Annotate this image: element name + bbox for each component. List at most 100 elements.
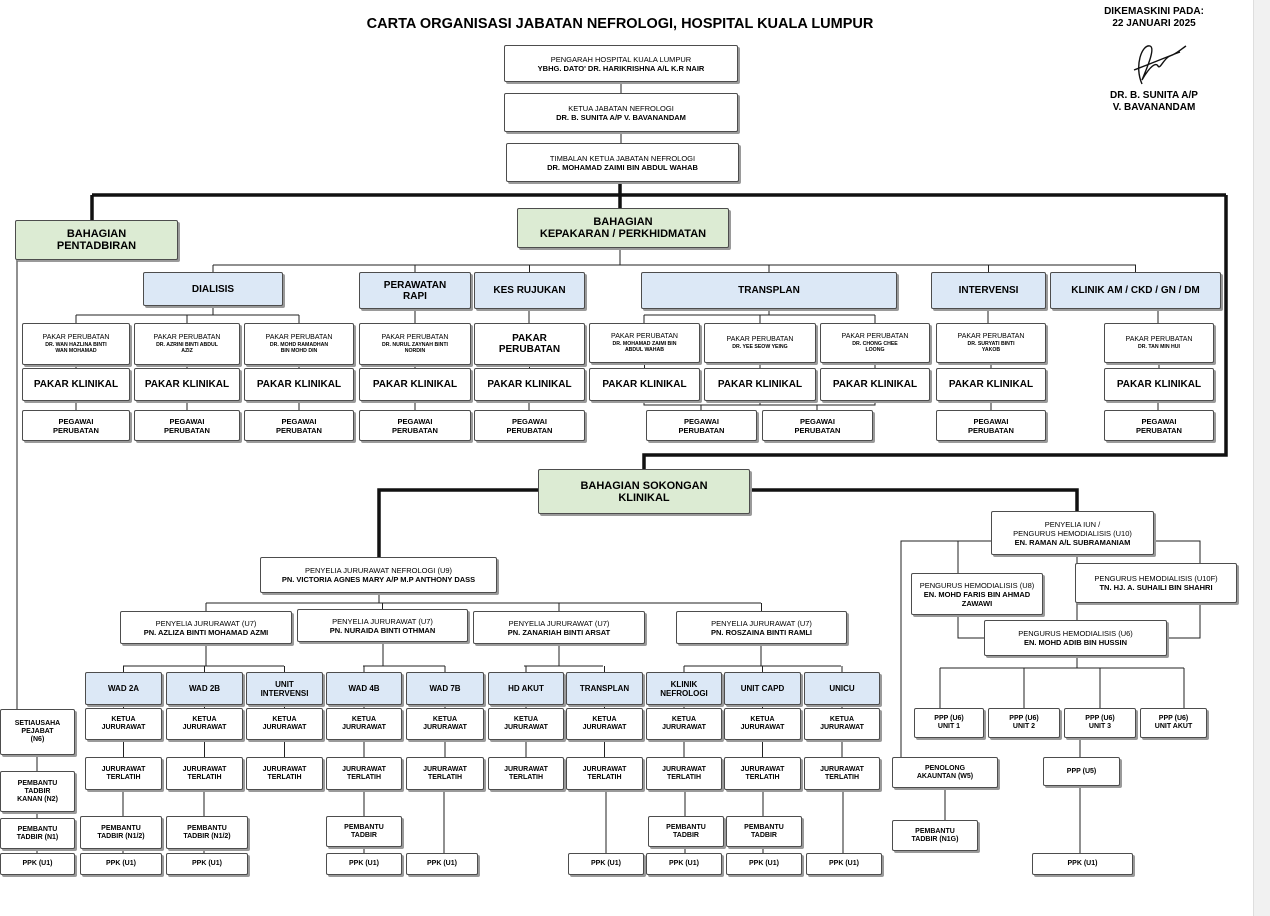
hemo-lead-box-name: EN. RAMAN A/L SUBRAMANIAM <box>1014 537 1131 547</box>
trained-nurse-box-1: JURURAWAT TERLATIH <box>166 757 243 790</box>
u7-supervisor-box-1: PENYELIA JURURAWAT (U7)PN. NURAIDA BINTI… <box>297 609 468 642</box>
medical-officer-box-4-text: PEGAWAI PERUBATAN <box>506 416 553 435</box>
admin-chain-box-1-text: PEMBANTU TADBIR KANAN (N2) <box>17 779 58 803</box>
admin-assistant-box-0: PEMBANTU TADBIR (N1/2) <box>80 816 162 849</box>
u7-supervisor-box-2-name: PN. ZANARIAH BINTI ARSAT <box>507 627 611 637</box>
specialty-box-1: PERAWATAN RAPI <box>359 272 471 309</box>
u7-supervisor-box-0: PENYELIA JURURAWAT (U7)PN. AZLIZA BINTI … <box>120 611 292 644</box>
admin-assistant-box-0-text: PEMBANTU TADBIR (N1/2) <box>97 824 145 840</box>
head-nurse-box-5-text: KETUA JURURAWAT <box>504 716 548 731</box>
head-nurse-box-8-text: KETUA JURURAWAT <box>740 716 785 731</box>
medical-officer-box-7: PEGAWAI PERUBATAN <box>936 410 1046 441</box>
accountant-box: PENOLONG AKAUNTAN (W5) <box>892 757 998 788</box>
admin-assistant-box-2: PEMBANTU TADBIR <box>326 816 402 847</box>
medical-officer-box-4: PEGAWAI PERUBATAN <box>474 410 585 441</box>
specialty-box-0-text: DIALISIS <box>191 283 235 295</box>
specialty-box-4: INTERVENSI <box>931 272 1046 309</box>
consultant-box-7-name: DR. CHONG CHEE LOONG <box>852 341 898 353</box>
u7-supervisor-box-3-name: PN. ROSZAINA BINTI RAMLI <box>711 627 812 637</box>
u7-supervisor-box-1-name: PN. NURAIDA BINTI OTHMAN <box>329 625 436 635</box>
consultant-box-0-name: DR. WAN HAZLINA BINTI WAN MOHAMAD <box>45 342 107 354</box>
head-nurse-box-0-text: KETUA JURURAWAT <box>101 716 146 731</box>
trained-nurse-box-5: JURURAWAT TERLATIH <box>488 757 564 790</box>
u7-supervisor-box-0-text: PENYELIA JURURAWAT (U7) <box>155 618 257 628</box>
clinical-specialist-box-1-text: PAKAR KLINIKAL <box>144 379 230 390</box>
ppp-unit-box-3-text: PPP (U6) UNIT AKUT <box>1154 715 1193 730</box>
head-nurse-box-2: KETUA JURURAWAT <box>246 708 323 740</box>
specialty-box-5: KLINIK AM / CKD / GN / DM <box>1050 272 1221 309</box>
specialty-box-0: DIALISIS <box>143 272 283 306</box>
ward-box-6: TRANSPLAN <box>566 672 643 705</box>
ward-box-3: WAD 4B <box>326 672 402 705</box>
head-of-department-box-text: KETUA JABATAN NEFROLOGI <box>568 103 674 113</box>
medical-officer-box-5-text: PEGAWAI PERUBATAN <box>678 416 725 435</box>
clinical-specialist-box-3-text: PAKAR KLINIKAL <box>372 379 458 390</box>
consultant-box-7-text: PAKAR PERUBATAN <box>841 333 909 340</box>
medical-officer-box-1: PEGAWAI PERUBATAN <box>134 410 240 441</box>
trained-nurse-box-2-text: JURURAWAT TERLATIH <box>262 765 307 781</box>
deputy-head-box-name: DR. MOHAMAD ZAIMI BIN ABDUL WAHAB <box>547 162 698 172</box>
clinical-specialist-box-4-text: PAKAR KLINIKAL <box>487 379 572 390</box>
trained-nurse-box-0-text: JURURAWAT TERLATIH <box>101 765 146 781</box>
consultant-box-9-text: PAKAR PERUBATAN <box>1125 336 1193 343</box>
admin-chain-box-2: PEMBANTU TADBIR (N1) <box>0 818 75 849</box>
ppp-u5-box-text: PPP (U5) <box>1066 767 1097 775</box>
head-nurse-box-6: KETUA JURURAWAT <box>566 708 643 740</box>
head-nurse-box-5: KETUA JURURAWAT <box>488 708 564 740</box>
hemo-u10f-box-name: TN. HJ. A. SUHAILI BIN SHAHRI <box>1099 583 1213 592</box>
ppk-box-0-text: PPK (U1) <box>106 860 136 867</box>
clinical-specialist-box-4: PAKAR KLINIKAL <box>474 368 585 401</box>
consultant-box-5-text: PAKAR PERUBATAN <box>611 333 678 340</box>
trained-nurse-box-5-text: JURURAWAT TERLATIH <box>504 765 548 781</box>
ppk-box-5: PPK (U1) <box>646 853 722 875</box>
ppk-box-3-text: PPK (U1) <box>427 860 457 867</box>
vertical-scrollbar[interactable] <box>1253 0 1270 916</box>
clinical-specialist-box-2: PAKAR KLINIKAL <box>244 368 354 401</box>
head-of-department-box-name: DR. B. SUNITA A/P V. BAVANANDAM <box>556 112 686 122</box>
specialty-box-5-text: KLINIK AM / CKD / GN / DM <box>1071 285 1200 296</box>
ppk-box-7: PPK (U1) <box>806 853 882 875</box>
division-admin-box-text: BAHAGIAN PENTADBIRAN <box>56 228 137 252</box>
u7-supervisor-box-1-text: PENYELIA JURURAWAT (U7) <box>332 616 433 626</box>
specialty-box-1-text: PERAWATAN RAPI <box>383 279 447 302</box>
ward-box-1: WAD 2B <box>166 672 243 705</box>
admin-chain-box-0-text: SETIAUSAHA PEJABAT (N6) <box>14 720 61 743</box>
hemo-lead-box: PENYELIA IUN / PENGURUS HEMODIALISIS (U1… <box>991 511 1154 555</box>
consultant-box-1-text: PAKAR PERUBATAN <box>153 334 221 341</box>
consultant-box-1-name: DR. AZRINI BINTI ABDUL AZIZ <box>156 342 218 354</box>
ppk-box-6: PPK (U1) <box>726 853 802 875</box>
medical-officer-box-8-text: PEGAWAI PERUBATAN <box>1136 416 1182 435</box>
ward-box-3-text: WAD 4B <box>348 684 380 693</box>
hemo-ppk-box: PPK (U1) <box>1032 853 1133 875</box>
head-nurse-box-1-text: KETUA JURURAWAT <box>182 716 227 731</box>
admin-chain-box-0: SETIAUSAHA PEJABAT (N6) <box>0 709 75 755</box>
trained-nurse-box-9: JURURAWAT TERLATIH <box>804 757 880 790</box>
head-nurse-box-7-text: KETUA JURURAWAT <box>662 716 706 731</box>
u7-supervisor-box-3: PENYELIA JURURAWAT (U7)PN. ROSZAINA BINT… <box>676 611 847 644</box>
ward-box-4-text: WAD 7B <box>429 684 461 693</box>
trained-nurse-box-4-text: JURURAWAT TERLATIH <box>423 765 467 781</box>
clinical-specialist-box-5-text: PAKAR KLINIKAL <box>602 379 687 390</box>
specialty-box-3: TRANSPLAN <box>641 272 897 309</box>
clinical-specialist-box-7: PAKAR KLINIKAL <box>820 368 930 401</box>
clinical-specialist-box-5: PAKAR KLINIKAL <box>589 368 700 401</box>
medical-officer-box-8: PEGAWAI PERUBATAN <box>1104 410 1214 441</box>
ppp-u5-box: PPP (U5) <box>1043 757 1120 786</box>
trained-nurse-box-2: JURURAWAT TERLATIH <box>246 757 323 790</box>
medical-officer-box-5: PEGAWAI PERUBATAN <box>646 410 757 441</box>
ward-box-4: WAD 7B <box>406 672 484 705</box>
trained-nurse-box-6: JURURAWAT TERLATIH <box>566 757 643 790</box>
u7-supervisor-box-3-text: PENYELIA JURURAWAT (U7) <box>711 618 812 628</box>
clinical-specialist-box-8: PAKAR KLINIKAL <box>936 368 1046 401</box>
specialty-box-2: KES RUJUKAN <box>474 272 585 309</box>
trained-nurse-box-9-text: JURURAWAT TERLATIH <box>820 765 864 781</box>
consultant-box-0-text: PAKAR PERUBATAN <box>42 334 110 341</box>
admin-chain-box-3: PPK (U1) <box>0 853 75 875</box>
consultant-box-3-name: DR. NURUL ZAYNAH BINTI NORDIN <box>382 342 448 354</box>
